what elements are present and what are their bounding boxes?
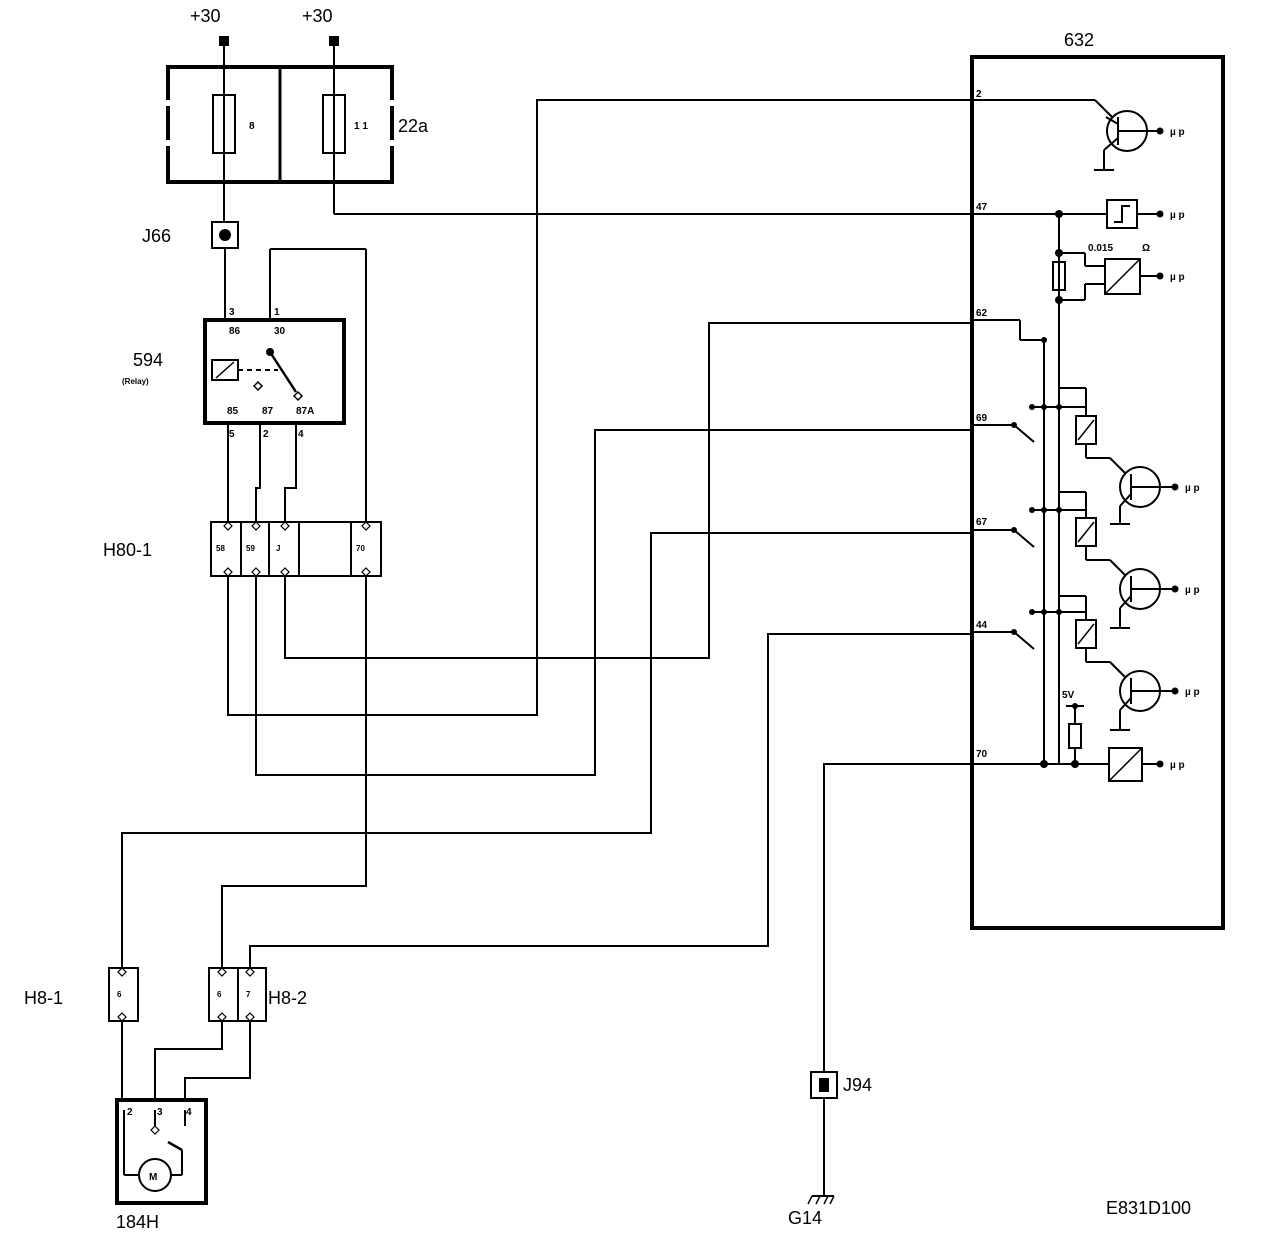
mp-label-3: µ p (1170, 272, 1185, 283)
mp-label-2: µ p (1170, 210, 1185, 221)
driver-pin-69 (972, 387, 1179, 525)
h80-cavity-j: J (276, 544, 280, 553)
connector-h8-2-label: H8-2 (268, 988, 307, 1008)
fuse-8-number: 8 (249, 121, 255, 132)
mp-label-6: µ p (1185, 687, 1200, 698)
h80-cavity-58: 58 (216, 544, 225, 553)
ground-symbol (807, 1098, 835, 1205)
fuse-11-number: 1 1 (354, 121, 368, 132)
control-unit-label: 632 (1064, 30, 1094, 50)
motor-pin-4: 4 (186, 1107, 192, 1118)
cu-pin-69: 69 (976, 413, 988, 424)
supply-label-left: +30 (190, 6, 221, 26)
ground-label: G14 (788, 1208, 822, 1228)
h80-cavity-59: 59 (246, 544, 255, 553)
resistance-value: 0.015 (1088, 243, 1113, 254)
cu-pin-67: 67 (976, 517, 988, 528)
relay-terminal-85: 85 (227, 406, 239, 417)
relay-label: 594 (133, 350, 163, 370)
relay-pin-5: 5 (229, 429, 235, 440)
supply-terminal-left (219, 36, 229, 46)
relay-pin-2: 2 (263, 429, 269, 440)
connector-h8-2 (208, 967, 267, 1022)
relay-pin-4: 4 (298, 429, 304, 440)
supply-label-right: +30 (302, 6, 333, 26)
splice-j94-dot (819, 1078, 829, 1092)
cu-pin-70: 70 (976, 749, 988, 760)
splice-j94-label: J94 (843, 1075, 872, 1095)
shunt-amplifier (1052, 214, 1164, 764)
relay-pin-3: 3 (229, 307, 235, 318)
relay-terminal-87a: 87A (296, 406, 314, 417)
driver-pin-67 (972, 491, 1179, 629)
schmitt-trigger (972, 199, 1164, 229)
pin-70-input (972, 703, 1164, 782)
h8-1-cavity-6: 6 (117, 990, 122, 999)
connector-h80-label: H80-1 (103, 540, 152, 560)
relay-terminal-86: 86 (229, 326, 241, 337)
motor-label: 184H (116, 1212, 159, 1232)
relay-sublabel: (Relay) (122, 377, 149, 386)
mp-label-1: µ p (1170, 127, 1185, 138)
transistor-1 (972, 99, 1164, 171)
ohm-symbol: Ω (1142, 243, 1150, 254)
mp-label-7: µ p (1170, 760, 1185, 771)
relay-terminal-30: 30 (274, 326, 286, 337)
driver-pin-44 (972, 595, 1179, 731)
motor-pin-3: 3 (157, 1107, 163, 1118)
fuse-box-label: 22a (398, 116, 429, 136)
cu-pin-44: 44 (976, 620, 988, 631)
mp-label-4: µ p (1185, 483, 1200, 494)
cu-pin-47: 47 (976, 202, 988, 213)
connector-h8-1 (108, 967, 139, 1022)
pin-62-internal (972, 319, 1047, 764)
splice-j66-label: J66 (142, 226, 171, 246)
splice-j66-dot (219, 229, 231, 241)
h8-2-cavity-7: 7 (246, 990, 251, 999)
mp-label-5: µ p (1185, 585, 1200, 596)
relay-594 (203, 318, 346, 425)
connector-h8-1-label: H8-1 (24, 988, 63, 1008)
motor-184h (115, 1098, 208, 1205)
h8-2-cavity-6: 6 (217, 990, 222, 999)
relay-terminal-87: 87 (262, 406, 274, 417)
relay-pin-1: 1 (274, 307, 280, 318)
external-wiring (121, 46, 972, 1100)
motor-pin-2: 2 (127, 1107, 133, 1118)
voltage-label: 5V (1062, 690, 1075, 701)
fuse-box: 8 1 1 (165, 65, 395, 184)
control-unit-632 (970, 55, 1225, 930)
cu-pin-2: 2 (976, 89, 982, 100)
cu-pin-62: 62 (976, 308, 988, 319)
motor-symbol: M (149, 1172, 157, 1183)
supply-terminal-right (329, 36, 339, 46)
figure-code: E831D100 (1106, 1198, 1191, 1218)
h80-cavity-70: 70 (356, 544, 365, 553)
